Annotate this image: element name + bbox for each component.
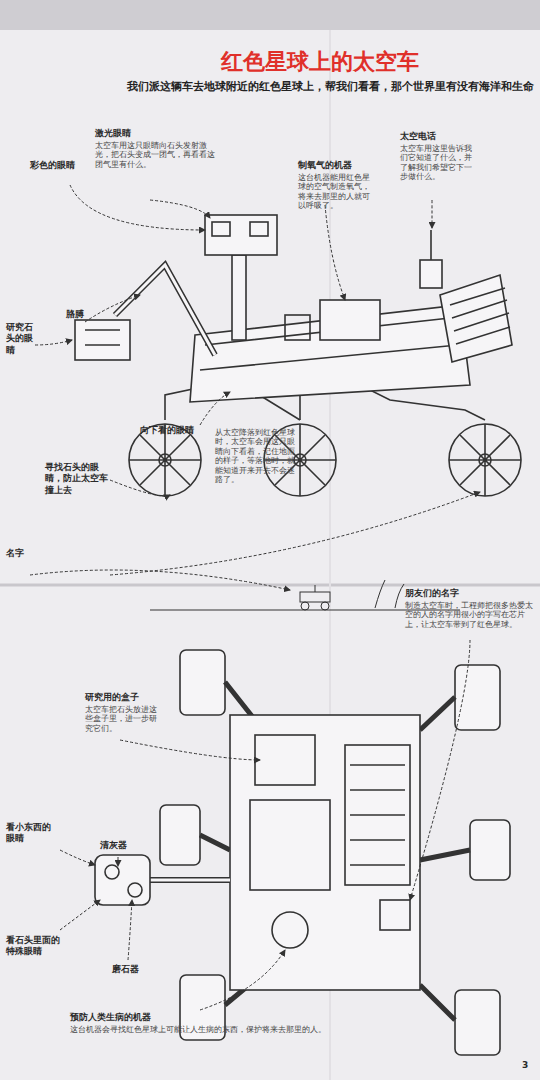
callout-heading: 看小东西的眼睛 [6,822,58,845]
callout-heading: 制氧气的机器 [298,160,352,171]
callout-heading: 预防人类生病的机器 [70,1012,151,1023]
callout-body: 从太空降落到红色星球时，太空车会用这只眼睛向下看着，记住地面的样子，等落地时，就… [215,428,295,484]
callout-body: 这台机器能用红色星球的空气制造氧气，将来去那里的人就可以呼吸了。 [298,173,370,211]
callout-heading: 清灰器 [100,840,127,851]
callout-heading: 激光眼睛 [95,128,131,139]
callout-body: 太空车用这里告诉我们它知道了什么，并了解我们希望它下一步做什么。 [400,144,475,182]
callout-heading: 研究石头的眼睛 [6,322,36,356]
callout-heading: 朋友们的名字 [405,588,459,599]
callout-heading: 太空电话 [400,131,436,142]
page-title: 红色星球上的太空车 [221,48,419,76]
callout-heading: 研究用的盒子 [85,692,139,703]
callout-body: 太空车把石头放进这些盒子里，进一步研究它们。 [85,705,163,733]
callout-heading: 名字 [6,548,24,559]
callout-heading: 看石头里面的特殊眼睛 [6,935,61,958]
callout-heading: 寻找石头的眼睛，防止太空车撞上去 [45,462,115,496]
callout-body: 这台机器会寻找红色星球上可能让人生病的东西，保护将来去那里的人。 [70,1025,400,1034]
callout-heading: 磨石器 [112,964,139,975]
callout-heading: 胳膊 [66,309,84,320]
callout-heading: 彩色的眼睛 [30,160,75,171]
callout-body: 太空车用这只眼睛向石头发射激光，把石头变成一团气，再看看这团气里有什么。 [95,141,220,169]
callout-heading: 向下看的眼睛 [140,425,194,436]
page-number: 3 [522,1060,528,1071]
callout-body: 制造太空车时，工程师把很多热爱太空的人的名字用很小的字写在芯片上，让太空车带到了… [405,601,533,629]
page-subtitle: 我们派这辆车去地球附近的红色星球上，帮我们看看，那个世界里有没有海洋和生命 [127,80,534,94]
